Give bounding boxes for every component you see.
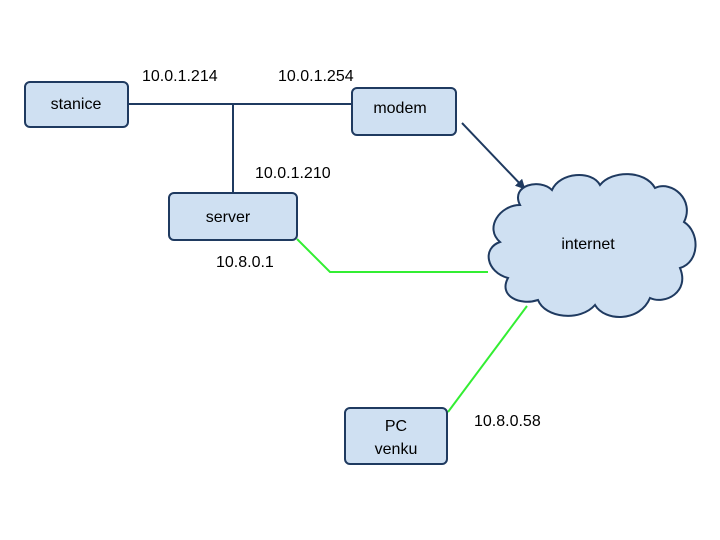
- server-label: server: [206, 209, 251, 226]
- pc-label-line2: venku: [375, 441, 418, 458]
- pc-label-line1: PC: [385, 418, 407, 435]
- stanice-label: stanice: [51, 96, 102, 113]
- ip-stanice-lan: 10.0.1.214: [142, 68, 218, 85]
- ip-pc-vpn: 10.8.0.58: [474, 413, 541, 430]
- modem-internet-arrow: [461, 122, 526, 190]
- internet-label: internet: [561, 236, 615, 253]
- node-server: server: [168, 192, 298, 241]
- pc-vpn-link: [447, 305, 528, 413]
- server-vpn-link: [296, 238, 488, 273]
- ip-server-lan: 10.0.1.210: [255, 165, 331, 182]
- cloud-icon: [487, 173, 697, 318]
- node-pc-venku: PC venku: [344, 407, 448, 465]
- ip-server-vpn: 10.8.0.1: [216, 254, 274, 271]
- node-modem: modem: [351, 87, 457, 136]
- node-stanice: stanice: [24, 81, 129, 128]
- modem-label: modem: [373, 100, 426, 117]
- internet-cloud: internet: [487, 173, 697, 318]
- ip-modem-lan: 10.0.1.254: [278, 68, 354, 85]
